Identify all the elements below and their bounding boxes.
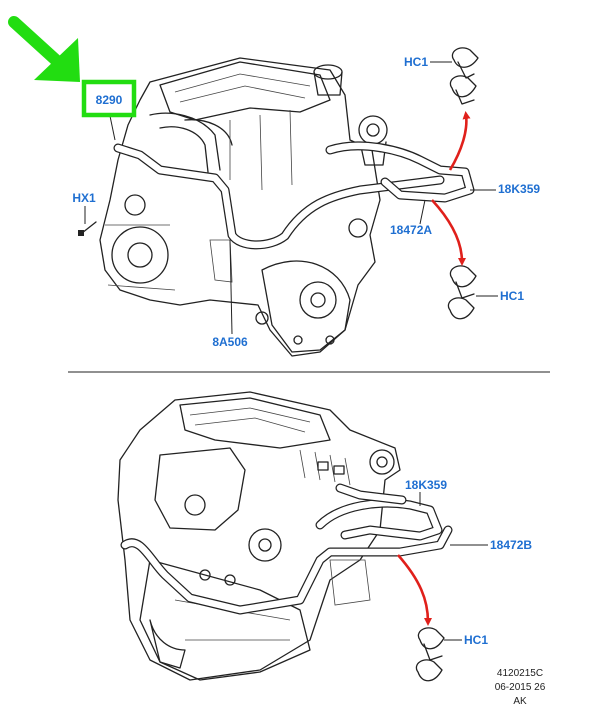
label-hc1-bottom: HC1 — [464, 633, 488, 647]
label-18472b: 18472B — [490, 538, 532, 552]
engine-top-illustration — [99, 57, 388, 357]
hose-clip-top-icon — [449, 47, 479, 105]
red-arrow-to-top-clip — [448, 111, 471, 171]
leader-18472a — [419, 199, 426, 225]
heater-hose-bottom — [120, 483, 453, 615]
label-8a506: 8A506 — [212, 335, 248, 349]
green-highlight-arrow — [8, 16, 80, 82]
footer-code: AK — [513, 696, 527, 707]
footer-date: 06-2015 26 — [495, 682, 546, 693]
footer-ref-number: 4120215C — [497, 668, 543, 679]
bolt-hx1-icon — [78, 221, 97, 236]
label-hc1-top: HC1 — [404, 55, 428, 69]
engine-bottom-illustration — [117, 391, 401, 681]
label-hc1-middle: HC1 — [500, 289, 524, 303]
label-8290: 8290 — [96, 93, 123, 107]
hose-clip-middle-icon — [447, 265, 477, 320]
red-arrow-to-bottom-clip — [397, 554, 432, 626]
label-18k359-top: 18K359 — [498, 182, 540, 196]
hose-clip-bottom-icon — [415, 627, 445, 682]
label-hx1: HX1 — [72, 191, 96, 205]
leader-8a506 — [229, 239, 233, 335]
leader-8290 — [109, 115, 116, 141]
label-18472a: 18472A — [390, 223, 432, 237]
red-arrow-to-middle-clip — [431, 199, 466, 266]
label-18k359-bottom: 18K359 — [405, 478, 447, 492]
green-highlight-box — [81, 79, 137, 118]
